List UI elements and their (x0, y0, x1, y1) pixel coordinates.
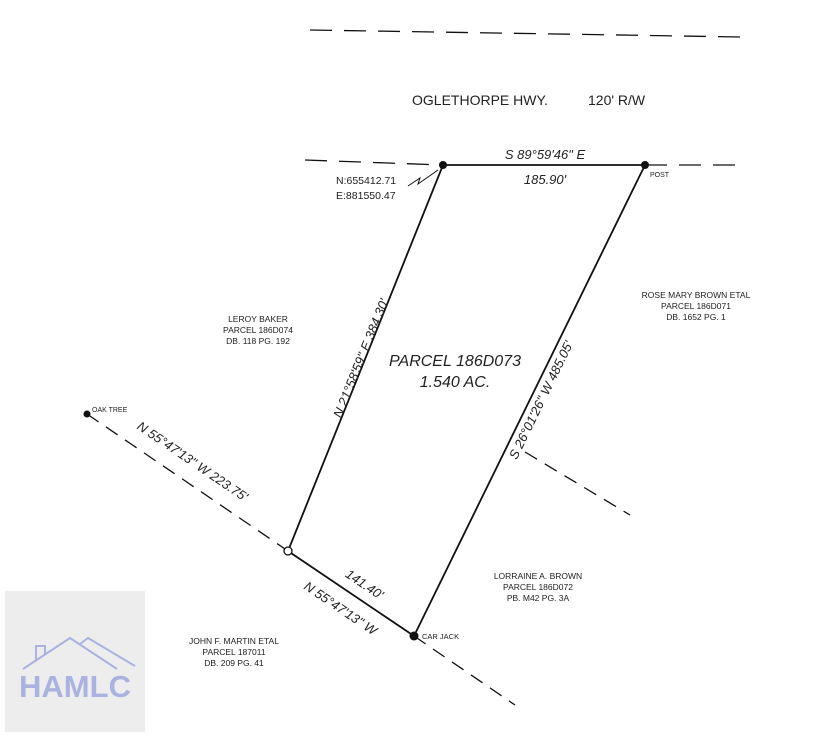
extension-line (413, 635, 516, 706)
row-line-west (304, 159, 444, 166)
adjoiner-name: LEROY BAKER (228, 314, 288, 324)
oak-tree-label: OAK TREE (92, 407, 128, 414)
adjoiner-parcel: PARCEL 186D072 (503, 582, 573, 592)
coord-n: N:655412.71 (336, 175, 396, 187)
monument-car-jack (409, 631, 419, 641)
adjoiner-ref: PB. M42 PG. 3A (507, 593, 570, 603)
monument-oak-tree (83, 410, 91, 418)
road-name: OGLETHORPE HWY. (412, 92, 548, 108)
leader-arrow (407, 169, 439, 187)
adjoiner-line (524, 451, 631, 516)
adjoiner-name: LORRAINE A. BROWN (494, 571, 582, 581)
adjoiner-ref: DB. 209 PG. 41 (204, 658, 264, 668)
hamlc-watermark-logo: HAMLC (5, 591, 145, 732)
monument-sw (283, 546, 293, 556)
north-distance: 185.90' (524, 172, 567, 187)
adjoiner-parcel: PARCEL 186D071 (661, 301, 731, 311)
oak-line (86, 413, 289, 552)
coord-e: E:881550.47 (336, 190, 396, 202)
parcel-area: 1.540 AC. (420, 374, 491, 391)
monument-post (641, 161, 649, 169)
adjoiner-name: JOHN F. MARTIN ETAL (189, 636, 279, 646)
post-label: POST (650, 172, 670, 179)
house-roof-icon: HAMLC (19, 636, 136, 704)
south-distance: 141.40' (343, 566, 387, 602)
watermark-text: HAMLC (19, 669, 131, 704)
adjoiner-parcel: PARCEL 186D074 (223, 325, 293, 335)
adjoiner-name: ROSE MARY BROWN ETAL (642, 290, 751, 300)
car-jack-label: CAR JACK (422, 632, 459, 641)
north-bearing: S 89°59'46" E (505, 147, 586, 162)
road-row: 120' R/W (588, 92, 646, 108)
adjoiner-parcel: PARCEL 187011 (202, 647, 265, 657)
west-call: N 21°58'59" E 384.30' (330, 296, 392, 420)
monument-nw (439, 161, 447, 169)
parcel-id: PARCEL 186D073 (389, 353, 521, 370)
oak-line-call: N 55°47'13" W 223.75' (134, 418, 251, 504)
adjoiner-ref: DB. 1652 PG. 1 (666, 312, 726, 322)
adjoiner-ref: DB. 118 PG. 192 (226, 336, 290, 346)
road-centerline (309, 29, 743, 38)
